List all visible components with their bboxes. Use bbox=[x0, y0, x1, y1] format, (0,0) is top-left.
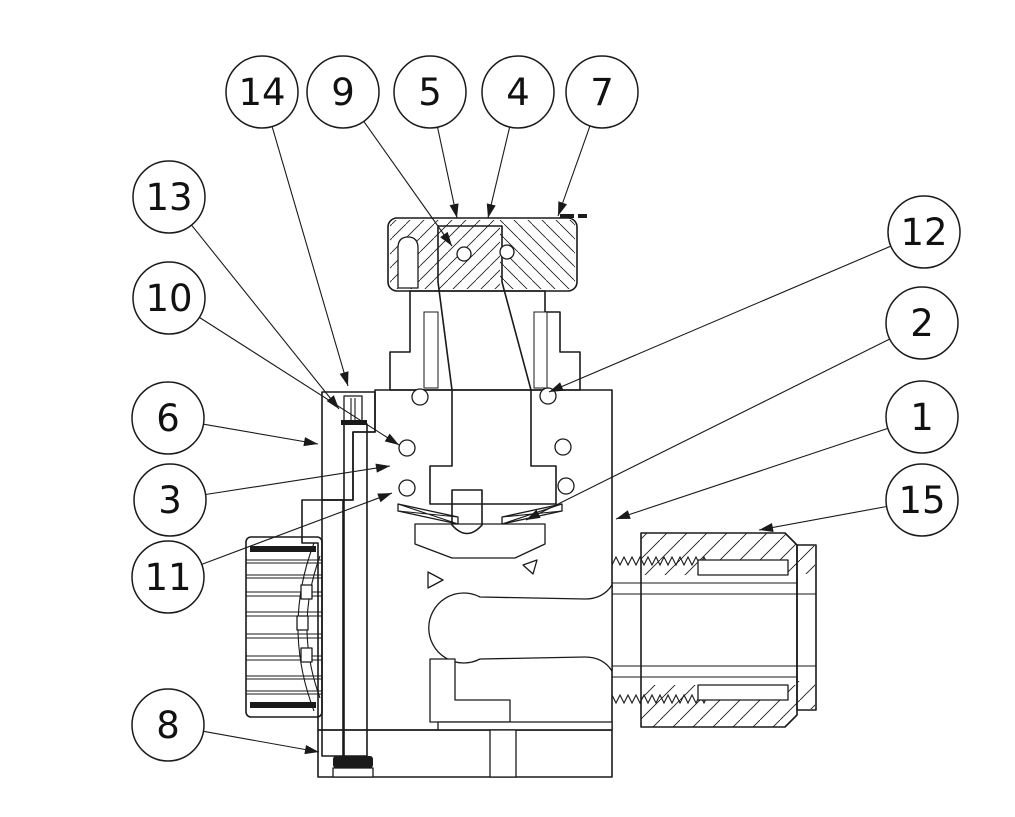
balloon-label-8: 8 bbox=[156, 704, 180, 747]
outlet-passage bbox=[428, 584, 613, 672]
balloon-label-11: 11 bbox=[144, 556, 191, 599]
o-ring bbox=[539, 387, 557, 405]
valve-body bbox=[301, 389, 613, 731]
balloon-label-10: 10 bbox=[145, 277, 192, 320]
adjusting-stem bbox=[429, 225, 557, 505]
needle-shaft bbox=[343, 423, 368, 757]
balloon-14 bbox=[225, 55, 299, 129]
balloon-5 bbox=[393, 55, 467, 129]
balloon-12 bbox=[887, 195, 961, 269]
balloon-label-14: 14 bbox=[238, 71, 285, 114]
balloon-6 bbox=[131, 381, 205, 455]
balloon-10 bbox=[132, 261, 206, 335]
cap-recess bbox=[397, 236, 419, 289]
set-screw bbox=[343, 395, 363, 423]
balloon-label-12: 12 bbox=[900, 211, 947, 254]
bottom-plate bbox=[317, 729, 613, 778]
balloon-1 bbox=[885, 380, 959, 454]
balloon-label-6: 6 bbox=[156, 397, 180, 440]
outlet-fitting bbox=[611, 532, 817, 728]
o-ring bbox=[411, 388, 429, 406]
spring-washers bbox=[397, 489, 563, 559]
balloon-label-5: 5 bbox=[418, 71, 442, 114]
leader-line-9 bbox=[363, 121, 453, 247]
leader-line-11 bbox=[201, 492, 393, 565]
o-ring bbox=[398, 439, 416, 457]
leader-line-6 bbox=[203, 423, 319, 447]
balloon-4 bbox=[481, 55, 555, 129]
body-o-rings bbox=[398, 387, 575, 497]
balloon-13 bbox=[132, 160, 206, 234]
leader-line-2 bbox=[525, 338, 891, 521]
needle-shaft-assembly bbox=[321, 423, 374, 778]
leader-line-4 bbox=[486, 126, 511, 219]
spindle-tip bbox=[451, 489, 483, 535]
balloon-label-7: 7 bbox=[590, 71, 614, 114]
section-glyph bbox=[522, 559, 538, 575]
leader-line-8 bbox=[203, 730, 320, 755]
leader-line-13 bbox=[191, 224, 340, 410]
balloon-label-9: 9 bbox=[331, 71, 355, 114]
shaft-seal bbox=[333, 756, 373, 768]
balloon-8 bbox=[131, 688, 205, 762]
balloon-label-15: 15 bbox=[898, 479, 945, 522]
leader-line-12 bbox=[548, 245, 892, 393]
stem-o-ring bbox=[499, 244, 515, 260]
balloon-label-1: 1 bbox=[910, 396, 934, 439]
valve-seat bbox=[414, 523, 546, 559]
balloon-3 bbox=[133, 463, 207, 537]
leader-line-7 bbox=[557, 125, 591, 217]
balloon-label-3: 3 bbox=[158, 479, 182, 522]
lower-channel bbox=[429, 658, 511, 723]
bonnet bbox=[389, 290, 581, 391]
fitting-collar bbox=[796, 544, 817, 711]
leader-line-14 bbox=[271, 126, 349, 387]
balloon-9 bbox=[306, 55, 380, 129]
balloon-7 bbox=[565, 55, 639, 129]
leader-line-1 bbox=[615, 427, 889, 520]
knob-plate bbox=[321, 499, 344, 757]
adjustment-cap bbox=[387, 214, 587, 292]
leader-line-15 bbox=[758, 505, 887, 532]
stem-o-ring bbox=[456, 246, 472, 262]
leader-line-10 bbox=[199, 316, 400, 446]
control-knob bbox=[245, 536, 323, 718]
o-ring bbox=[557, 477, 575, 495]
balloon-label-13: 13 bbox=[145, 176, 192, 219]
balloon-label-2: 2 bbox=[910, 302, 934, 345]
balloon-15 bbox=[885, 463, 959, 537]
o-ring bbox=[398, 479, 416, 497]
balloon-label-4: 4 bbox=[506, 71, 530, 114]
leader-line-3 bbox=[205, 463, 391, 496]
callout-balloons: 14 9 5 4 7 13 10 6 3 11 8 12 2 1 15 bbox=[131, 55, 961, 762]
fitting-nut bbox=[640, 532, 798, 728]
o-ring bbox=[554, 438, 572, 456]
balloon-11 bbox=[131, 540, 205, 614]
balloon-2 bbox=[885, 286, 959, 360]
section-glyph bbox=[427, 571, 444, 589]
leader-line-5 bbox=[437, 127, 459, 219]
